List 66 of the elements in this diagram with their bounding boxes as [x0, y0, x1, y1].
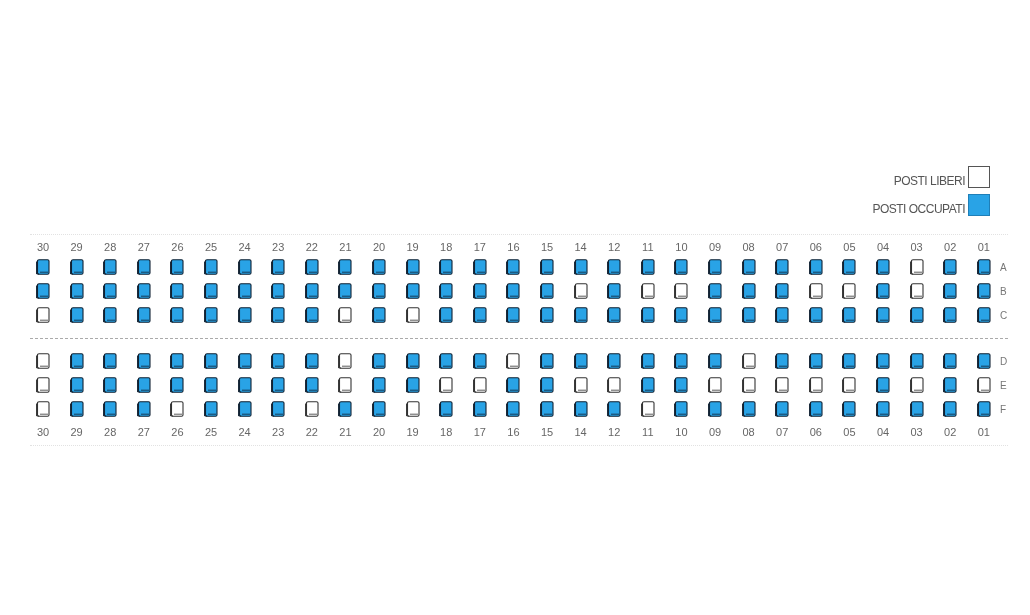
seat-number: 08 — [741, 241, 756, 254]
seat-number: 23 — [271, 241, 286, 254]
seat-number: 06 — [808, 241, 823, 254]
seat-number: 30 — [35, 426, 51, 439]
seat-number: 20 — [371, 241, 387, 254]
seat-number: 17 — [472, 426, 487, 439]
seat-number: 09 — [707, 426, 723, 439]
seat-number: 12 — [607, 426, 622, 439]
seat-number: 04 — [875, 426, 891, 439]
row-letter: E — [1000, 380, 1007, 392]
seat-number: 07 — [775, 426, 790, 439]
row-letter: D — [1000, 356, 1008, 368]
seat-number: 21 — [338, 426, 353, 439]
seat-number: 03 — [909, 241, 924, 254]
seat-number: 15 — [539, 241, 555, 254]
row-letter: C — [1000, 310, 1008, 322]
seat-number: 18 — [439, 241, 454, 254]
seat-number: 10 — [674, 241, 689, 254]
seat-number: 16 — [506, 426, 521, 439]
seat-number: 24 — [237, 241, 252, 254]
seat-number: 27 — [136, 241, 151, 254]
seat-number: 05 — [842, 241, 857, 254]
seat-number: 27 — [136, 426, 151, 439]
seat-number: 30 — [35, 241, 51, 254]
seat-number: 28 — [103, 241, 118, 254]
seat-number: 03 — [909, 426, 924, 439]
seat-number: 08 — [741, 426, 756, 439]
seat-number: 26 — [170, 426, 185, 439]
seat-number: 10 — [674, 426, 689, 439]
seat-number: 15 — [539, 426, 555, 439]
seat-number: 28 — [103, 426, 118, 439]
seat-number: 25 — [203, 426, 219, 439]
seat-number: 14 — [573, 241, 588, 254]
row-letter: F — [1000, 404, 1007, 416]
seat-number: 17 — [472, 241, 487, 254]
seat-number: 29 — [69, 241, 84, 254]
seat-number: 29 — [69, 426, 84, 439]
seat-number: 20 — [371, 426, 387, 439]
seat-number: 02 — [943, 426, 958, 439]
legend-label: POSTI LIBERI — [893, 174, 965, 188]
seat-number: 01 — [976, 426, 991, 439]
seat-number: 21 — [338, 241, 353, 254]
seat-number: 07 — [775, 241, 790, 254]
seat-number: 22 — [304, 241, 319, 254]
legend-label: POSTI OCCUPATI — [872, 202, 965, 216]
seat-number: 16 — [506, 241, 521, 254]
seat-number: 26 — [170, 241, 185, 254]
seat-number: 19 — [405, 426, 420, 439]
seat-number: 23 — [271, 426, 286, 439]
row-letter: A — [1000, 262, 1007, 274]
seat-number: 05 — [842, 426, 857, 439]
seat-number: 22 — [304, 426, 319, 439]
row-letter: B — [1000, 286, 1007, 298]
seat-number: 06 — [808, 426, 823, 439]
seat-number: 18 — [439, 426, 454, 439]
seat-number: 19 — [405, 241, 420, 254]
seat-number: 24 — [237, 426, 252, 439]
seat-number: 14 — [573, 426, 588, 439]
seat-number: 01 — [976, 241, 991, 254]
seat-number: 04 — [875, 241, 891, 254]
seat-number: 02 — [943, 241, 958, 254]
seat-number: 11 — [641, 426, 655, 439]
seat-number: 09 — [707, 241, 723, 254]
seat-number: 11 — [641, 241, 655, 254]
seat-number: 25 — [203, 241, 219, 254]
seat-number: 12 — [607, 241, 622, 254]
